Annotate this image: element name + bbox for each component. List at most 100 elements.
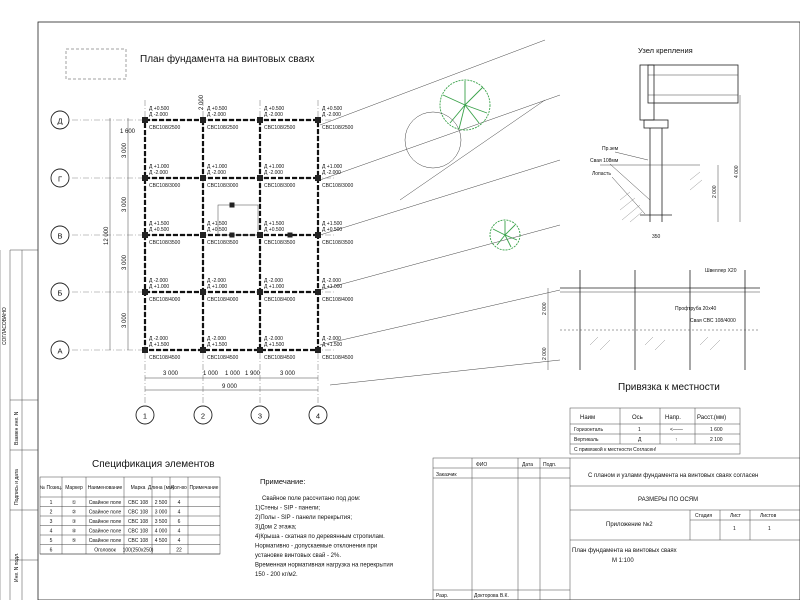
level-label: Д -2.000 (207, 278, 226, 284)
binding-cell: 2 100 (710, 437, 723, 443)
spec-cell: ③ (72, 519, 77, 525)
level-label: Д -2.000 (322, 336, 341, 342)
spec-header: Марка (131, 485, 146, 491)
node-label-blade: Лопасть (592, 171, 611, 177)
dim-left-2: 3 000 (122, 196, 128, 212)
level-label: Д +1.500 (207, 342, 227, 348)
stamp-sheets: 1 (768, 526, 771, 532)
pile (315, 175, 321, 181)
dim-bottom-4: 1 900 (245, 371, 261, 377)
spec-cell: СВС 108 (128, 500, 148, 506)
pile-label: СВС108/4500 (149, 355, 180, 361)
node-label-pile: Свая 108мм (590, 158, 619, 164)
spec-cell: ⑤ (72, 538, 77, 544)
axis-bubble (50, 168, 70, 188)
pile-label: СВС108/3500 (322, 240, 353, 246)
spec-cell: Свайное поле (89, 518, 122, 525)
dimension-left: 3 000 3 000 3 000 3 000 12 000 1 600 2 0… (104, 94, 205, 350)
level-label: Д +0.500 (207, 106, 227, 112)
level-label: Д +0.500 (264, 106, 284, 112)
pile-label: СВС108/4500 (264, 355, 295, 361)
pile (315, 289, 321, 295)
spec-cell: 3 (50, 519, 53, 525)
spec-cell: 2 (50, 510, 53, 516)
dimension-bottom: 3 000 1 000 1 000 1 900 3 000 9 000 (145, 371, 318, 391)
plan-title: План фундамента на винтовых сваях (140, 53, 314, 65)
pile-label: СВС108/2500 (207, 125, 238, 131)
pile-label: СВС108/3000 (149, 183, 180, 189)
level-label: Д +0.500 (149, 106, 169, 112)
tree-crown-outline-icon (404, 111, 462, 169)
level-label: Д +1.500 (207, 221, 227, 227)
pile (142, 175, 148, 181)
binding-cell: <—— (670, 427, 683, 433)
axis-bubble (50, 110, 70, 130)
binding-title: Привязка к местности (618, 382, 720, 393)
axis-bubble (250, 405, 270, 425)
axis-bubble (135, 405, 155, 425)
pile-label: СВС108/4500 (207, 355, 238, 361)
node-label-ground: Пр.зем (602, 146, 619, 152)
spec-cell: 4 (178, 510, 181, 516)
spec-cell: СВС 108 (128, 538, 148, 544)
stamp-customer: Заказчик (436, 472, 457, 478)
pile-label: СВС108/2500 (264, 125, 295, 131)
side-label-inventory: Инв. N подл. (14, 553, 20, 582)
level-label: Д -2.000 (207, 170, 226, 176)
spec-title: Спецификация элементов (92, 458, 215, 470)
level-label: Д +1.500 (264, 221, 284, 227)
spec-cell: ④ (72, 529, 77, 535)
spec-cell: 2 500 (155, 500, 168, 506)
level-label: Д +1.000 (207, 164, 227, 170)
binding-cell: ↑ (675, 437, 678, 443)
level-label: Д -2.000 (264, 112, 283, 118)
axis-label: 2 (201, 412, 205, 421)
level-label: Д +1.000 (207, 284, 227, 290)
pile (315, 347, 321, 353)
pile (200, 117, 206, 123)
level-label: Д +1.500 (322, 342, 342, 348)
note-line: Нормативно - допускаемые отклонения при (255, 544, 377, 550)
binding-header-name: Наим (580, 415, 595, 421)
section-label-channel: Швеллер Х20 (705, 268, 737, 274)
stamp-sizes: РАЗМЕРЫ ПО ОСЯМ (638, 497, 698, 503)
axis-label: Д (57, 117, 62, 126)
spec-header: Примечание (190, 485, 219, 491)
dim-left-4: 3 000 (122, 312, 128, 328)
side-label-signature: Подпись и дата (14, 469, 20, 505)
pile (142, 289, 148, 295)
level-label: Д -2.000 (322, 278, 341, 284)
dim-bottom-total: 9 000 (222, 384, 238, 390)
spec-cell: 1 (50, 500, 53, 506)
spec-cell: Свайное поле (89, 499, 122, 506)
spec-header: Кол-во (171, 485, 187, 491)
level-label: Д -2.000 (264, 278, 283, 284)
section-label-pile: Свая СВС 108/4000 (690, 318, 736, 324)
binding-cell: 1 600 (710, 427, 723, 433)
level-label: Д -2.000 (149, 336, 168, 342)
dim-top-vertical: 2 000 (199, 94, 205, 110)
pile (257, 175, 263, 181)
note-line: установке винтовых свай - 2%. (255, 552, 341, 559)
dim-left-3: 3 000 (122, 254, 128, 270)
dim-bottom-2: 1 000 (203, 371, 219, 377)
spec-cell: 4 (178, 538, 181, 544)
level-label: Д +0.500 (149, 227, 169, 233)
terrain-lines (319, 39, 561, 386)
level-label: Д +0.500 (322, 106, 342, 112)
tree-icon (489, 219, 521, 251)
stamp-developer-name: Докторова В.К. (474, 593, 509, 599)
binding-cell: Д (638, 437, 642, 443)
stamp-sheet: 1 (733, 526, 736, 532)
dim-left-total: 12 000 (104, 226, 110, 245)
level-label: Д -2.000 (322, 170, 341, 176)
level-label: Д +0.500 (322, 227, 342, 233)
spec-cell: Свайное поле (89, 509, 122, 516)
spec-cell: 4 000 (155, 529, 168, 535)
pile (200, 347, 206, 353)
pile-label: СВС108/3500 (207, 240, 238, 246)
section-label-tube: Профтруба 20х40 (675, 306, 716, 312)
